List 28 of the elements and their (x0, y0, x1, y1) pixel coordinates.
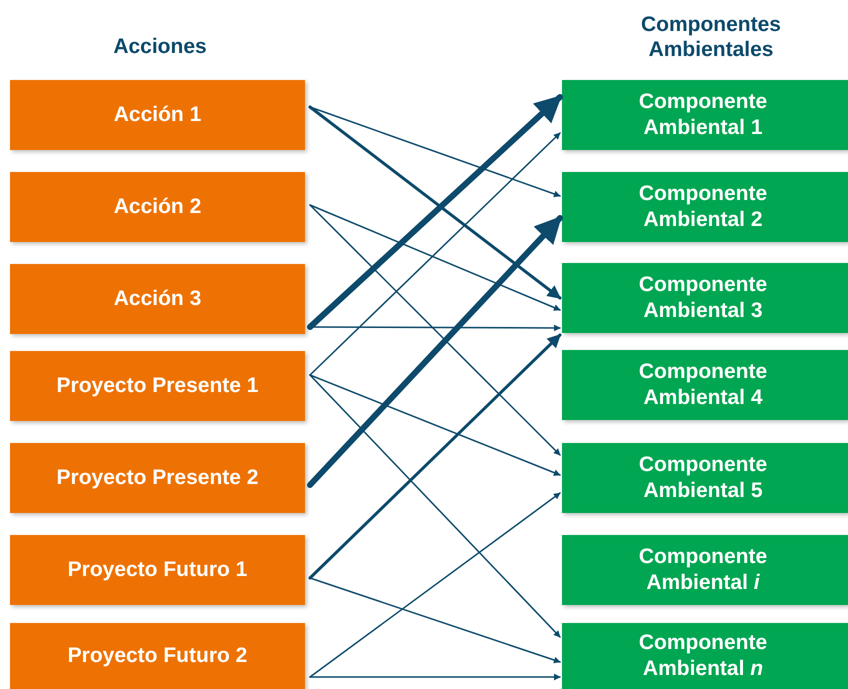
arrow (309, 374, 561, 476)
column-heading: Acciones (112, 34, 208, 60)
action-box: Acción 3 (10, 264, 305, 334)
action-box: Acción 1 (10, 80, 305, 150)
action-box: Proyecto Futuro 1 (10, 535, 305, 605)
action-box: Proyecto Futuro 2 (10, 623, 305, 689)
arrow (309, 577, 561, 664)
arrow (308, 334, 562, 580)
component-box: Componente Ambiental i (562, 535, 848, 605)
component-box: Componente Ambiental n (562, 623, 848, 689)
arrow (307, 215, 563, 488)
component-box: Componente Ambiental 1 (562, 80, 848, 150)
arrow (309, 204, 561, 456)
arrow (309, 204, 561, 311)
arrow (309, 132, 561, 376)
action-box: Acción 2 (10, 172, 305, 242)
arrow (308, 106, 562, 300)
component-box: Componente Ambiental 3 (562, 263, 848, 333)
component-box: Componente Ambiental 5 (562, 443, 848, 513)
component-box: Componente Ambiental 4 (562, 350, 848, 420)
action-box: Proyecto Presente 1 (10, 351, 305, 421)
column-heading: Componentes Ambientales (640, 12, 782, 62)
arrow (307, 94, 563, 330)
component-box: Componente Ambiental 2 (562, 172, 848, 242)
arrow (309, 374, 561, 638)
arrow (309, 492, 561, 678)
action-box: Proyecto Presente 2 (10, 443, 305, 513)
arrow (309, 674, 561, 680)
